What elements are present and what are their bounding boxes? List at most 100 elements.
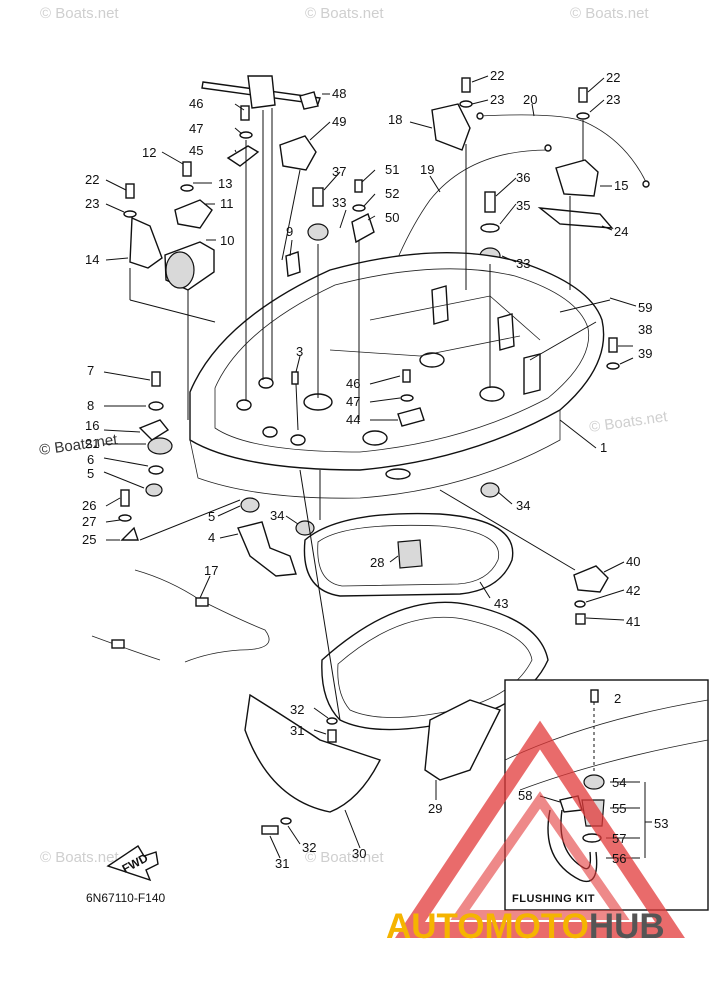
part-34-grommet: [295, 520, 315, 536]
callout-27: 27: [82, 514, 96, 529]
watermark-text: © Boats.net: [305, 5, 384, 22]
part-45-plate: [226, 145, 260, 167]
callout-19: 19: [420, 162, 434, 177]
callout-58: 58: [518, 788, 532, 803]
callout-43: 43: [494, 596, 508, 611]
part-10-roller: [165, 251, 195, 289]
callout-39: 39: [638, 346, 652, 361]
flushing-kit-label: FLUSHING KIT: [512, 893, 595, 905]
callout-18: 18: [388, 112, 402, 127]
top-fittings: [123, 75, 650, 305]
part-8-washer: [148, 401, 164, 411]
part-50-clamp: [351, 213, 375, 244]
part-18-bracket: [431, 103, 471, 151]
part-20-end: [642, 180, 650, 188]
cowling-boss: [362, 430, 388, 446]
part-12-screw: [182, 161, 192, 177]
callout-17: 17: [204, 563, 218, 578]
cable-line: [134, 569, 270, 663]
apron-parts: [244, 601, 549, 835]
callout-12: 12: [142, 145, 156, 160]
part-48-clip: [299, 91, 319, 110]
diagram-code: 6N67110-F140: [86, 891, 165, 905]
part-42-washer: [574, 600, 586, 608]
part-19-end: [544, 144, 552, 152]
callout-22: 22: [606, 70, 620, 85]
callout-31: 31: [290, 723, 304, 738]
part-31-screw: [327, 729, 337, 743]
callout-24: 24: [614, 224, 628, 239]
part-7-screw: [151, 371, 161, 387]
part-23-washer: [459, 100, 473, 108]
part-32-washer: [326, 717, 338, 725]
callout-47: 47: [346, 394, 360, 409]
callout-23: 23: [490, 92, 504, 107]
callout-47: 47: [189, 121, 203, 136]
svg-text:AUTOMOTOHUB: AUTOMOTOHUB: [386, 907, 665, 946]
logo-triangle-icon: [450, 791, 630, 920]
callout-38: 38: [638, 322, 652, 337]
watermark-text: © Boats.net: [40, 5, 119, 22]
callout-46: 46: [346, 376, 360, 391]
callout-22: 22: [490, 68, 504, 83]
part-28-grommet: [397, 539, 423, 569]
callout-1: 1: [600, 440, 607, 455]
part-31-screw: [261, 825, 279, 835]
callout-6: 6: [87, 452, 94, 467]
callout-2: 2: [614, 691, 621, 706]
part-27-washer: [118, 514, 132, 522]
cowling-grommet: [236, 399, 252, 411]
cowling-boss: [479, 386, 505, 402]
part-51-screw: [354, 179, 363, 193]
cowling-grommet: [262, 426, 278, 438]
cowling-post: [523, 353, 541, 395]
callout-5: 5: [208, 509, 215, 524]
callout-10: 10: [220, 233, 234, 248]
part-52-washer: [352, 204, 366, 212]
part-47-washer: [239, 131, 253, 139]
cable-fitting: [195, 597, 209, 607]
part-29-apron: [424, 699, 501, 781]
part-22-screw: [125, 183, 135, 199]
bottom-cowling-part-1: [189, 251, 620, 499]
callout-13: 13: [218, 176, 232, 191]
callout-35: 35: [516, 198, 530, 213]
part-44-plate: [397, 407, 425, 427]
callout-23: 23: [85, 196, 99, 211]
part-2-screw: [590, 689, 599, 703]
callout-52: 52: [385, 186, 399, 201]
cable-fitting: [111, 639, 125, 649]
watermark-text: © Boats.net: [305, 849, 384, 866]
cowling-outer-shell: [189, 251, 605, 471]
part-21-grommet: [147, 437, 173, 455]
callout-16: 16: [85, 418, 99, 433]
brand-text-hub: HUB: [589, 907, 665, 946]
cowling-lower-edge: [189, 410, 561, 499]
callout-56: 56: [612, 851, 626, 866]
part-48-body: [247, 75, 276, 109]
leader-lines: [103, 75, 637, 859]
callout-55: 55: [612, 801, 626, 816]
callout-34: 34: [270, 508, 284, 523]
brand-logo: AUTOMOTOHUB: [386, 720, 685, 946]
part-34-grommet: [480, 482, 500, 498]
inset-cowling-line: [519, 739, 709, 791]
part-47-washer: [400, 394, 414, 402]
callout-14: 14: [85, 252, 99, 267]
cowling-grommet: [290, 434, 306, 446]
inset-frame: [504, 679, 709, 911]
callout-33: 33: [516, 256, 530, 271]
part-39-washer: [606, 362, 620, 370]
part-22-screw: [461, 77, 471, 93]
callout-54: 54: [612, 775, 626, 790]
part-3-screw: [291, 371, 299, 385]
callout-32: 32: [302, 840, 316, 855]
part-22-screw: [578, 87, 588, 103]
callout-29: 29: [428, 801, 442, 816]
callout-25: 25: [82, 532, 96, 547]
callout-20: 20: [523, 92, 537, 107]
cowling-inner-rim: [214, 268, 590, 453]
part-38-screw: [608, 337, 618, 353]
part-49-grommet: [279, 135, 317, 171]
